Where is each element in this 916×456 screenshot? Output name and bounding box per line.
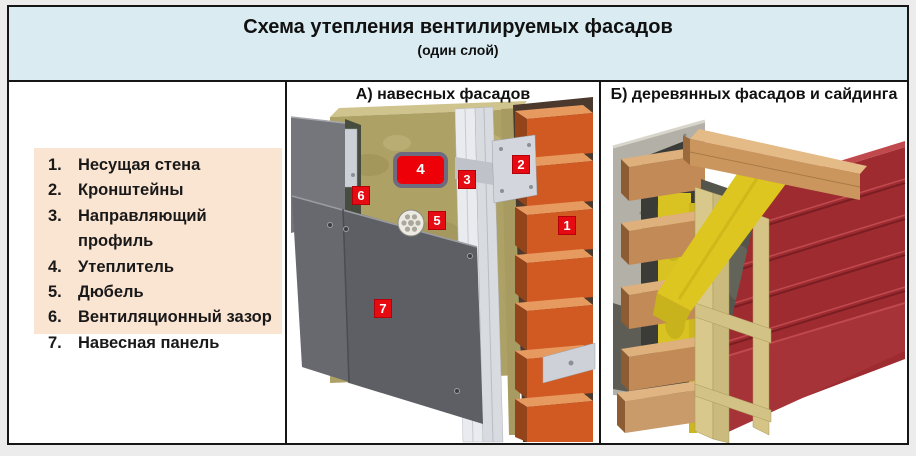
- legend-item: 7. Навесная панель: [48, 331, 282, 356]
- panel-b-header: Б) деревянных фасадов и сайдинга: [610, 86, 898, 103]
- legend-item-number: 4.: [48, 257, 62, 276]
- legend-item: 2. Кронштейны: [48, 178, 282, 203]
- cladding-panels: [291, 195, 483, 424]
- legend-item: 3. Направляющий профиль: [48, 204, 282, 255]
- legend-item: 4. Утеплитель: [48, 255, 282, 280]
- legend-item-label: Утеплитель: [78, 257, 174, 276]
- panel-b-illustration: [612, 119, 906, 443]
- dowel: [397, 209, 425, 237]
- page-title: Схема утепления вентилируемых фасадов: [243, 16, 673, 38]
- panel-a-illustration: [290, 97, 596, 443]
- legend-item-label: Вентиляционный зазор: [78, 308, 272, 327]
- legend-box: 1. Несущая стена 2. Кронштейны 3. Направ…: [34, 148, 282, 352]
- legend-item: 5. Дюбель: [48, 280, 282, 305]
- legend-item: 6. Вентиляционный зазор: [48, 305, 282, 330]
- insulation-batt-diagonal: [653, 153, 797, 331]
- legend-item-number: 2.: [48, 181, 62, 200]
- legend-item-label: Несущая стена: [78, 156, 201, 174]
- outer-frame: Схема утепления вентилируемых фасадов (о…: [7, 5, 909, 445]
- wooden-beams: [617, 147, 705, 433]
- marker-2-bracket: 2: [512, 155, 530, 174]
- legend-item-number: 6.: [48, 308, 62, 327]
- legend-item-label: Дюбель: [78, 283, 144, 302]
- content-row: 1. Несущая стена 2. Кронштейны 3. Направ…: [9, 82, 907, 443]
- panel-a: А) навесных фасадов: [285, 82, 599, 443]
- panel-a-header: А) навесных фасадов: [355, 86, 531, 103]
- marker-5-dowel: 5: [428, 211, 446, 230]
- panel-b: Б) деревянных фасадов и сайдинга: [599, 82, 907, 443]
- legend-panel: 1. Несущая стена 2. Кронштейны 3. Направ…: [9, 82, 285, 443]
- marker-6-ventilation-gap: 6: [352, 186, 370, 205]
- top-plank: [683, 129, 867, 200]
- legend-item-number: 7.: [48, 333, 62, 352]
- marker-4-insulation: 4: [393, 152, 448, 188]
- legend-item-label: Кронштейны: [78, 181, 184, 200]
- legend-item-number: 1.: [48, 156, 62, 174]
- legend-item: 1. Несущая стена: [48, 153, 282, 178]
- title-bar: Схема утепления вентилируемых фасадов (о…: [9, 7, 907, 82]
- legend-item-number: 3.: [48, 206, 62, 225]
- bottom-bracket: [542, 342, 596, 384]
- marker-1-brick-wall: 1: [558, 216, 576, 235]
- marker-3-guide-profile: 3: [458, 170, 476, 189]
- marker-7-panel: 7: [374, 299, 392, 318]
- legend-item-label: Навесная панель: [78, 333, 220, 352]
- legend-item-label: Направляющий профиль: [78, 206, 207, 251]
- legend-item-number: 5.: [48, 283, 62, 302]
- page-subtitle: (один слой): [417, 42, 499, 58]
